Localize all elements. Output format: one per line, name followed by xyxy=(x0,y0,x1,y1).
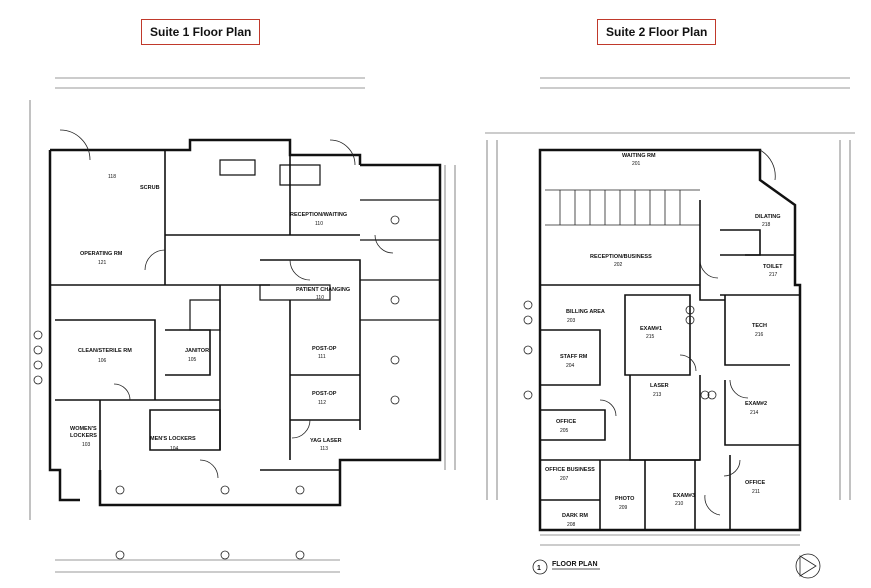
svg-text:RECEPTION/WAITING: RECEPTION/WAITING xyxy=(290,212,347,218)
svg-text:111: 111 xyxy=(318,354,326,360)
svg-text:MEN'S LOCKERS: MEN'S LOCKERS xyxy=(150,436,196,442)
svg-text:WOMEN'S: WOMEN'S xyxy=(70,426,97,432)
svg-text:OFFICE: OFFICE xyxy=(745,480,765,486)
svg-text:EXAM#2: EXAM#2 xyxy=(745,401,767,407)
svg-text:TECH: TECH xyxy=(752,323,767,329)
svg-text:EXAM#1: EXAM#1 xyxy=(640,326,662,332)
svg-text:SCRUB: SCRUB xyxy=(140,185,160,191)
svg-text:DILATING: DILATING xyxy=(755,214,781,220)
svg-text:RECEPTION/BUSINESS: RECEPTION/BUSINESS xyxy=(590,254,652,260)
svg-text:204: 204 xyxy=(566,363,575,369)
svg-text:210: 210 xyxy=(675,501,684,507)
svg-text:POST-OP: POST-OP xyxy=(312,391,337,397)
svg-text:LOCKERS: LOCKERS xyxy=(70,433,97,439)
svg-text:211: 211 xyxy=(752,489,760,495)
svg-text:201: 201 xyxy=(632,161,641,167)
svg-text:CLEAN/STERILE RM: CLEAN/STERILE RM xyxy=(78,348,132,354)
suite1-plan: SCRUB 118 OPERATING RM 121 RECEPTION/WAI… xyxy=(29,77,456,573)
svg-text:LASER: LASER xyxy=(650,383,669,389)
svg-text:PATIENT CHANGING: PATIENT CHANGING xyxy=(296,287,350,293)
svg-text:218: 218 xyxy=(762,222,771,228)
svg-text:OFFICE: OFFICE xyxy=(556,419,576,425)
suite1-title: Suite 1 Floor Plan xyxy=(141,19,261,45)
svg-text:STAFF RM: STAFF RM xyxy=(560,354,588,360)
svg-text:EXAM#3: EXAM#3 xyxy=(673,493,695,499)
svg-text:202: 202 xyxy=(614,262,623,268)
svg-text:105: 105 xyxy=(188,357,197,363)
svg-text:106: 106 xyxy=(98,358,107,364)
svg-text:OPERATING RM: OPERATING RM xyxy=(80,251,123,257)
svg-text:1: 1 xyxy=(537,565,541,572)
svg-text:BILLING AREA: BILLING AREA xyxy=(566,309,605,315)
svg-text:113: 113 xyxy=(320,446,328,452)
svg-text:OFFICE BUSINESS: OFFICE BUSINESS xyxy=(545,467,595,473)
svg-text:DARK RM: DARK RM xyxy=(562,513,588,519)
suite2-title: Suite 2 Floor Plan xyxy=(597,19,717,45)
svg-text:121: 121 xyxy=(98,260,107,266)
svg-text:216: 216 xyxy=(755,332,764,338)
svg-text:209: 209 xyxy=(619,505,628,511)
svg-text:YAG LASER: YAG LASER xyxy=(310,438,342,444)
svg-text:FLOOR PLAN: FLOOR PLAN xyxy=(552,561,598,568)
svg-text:112: 112 xyxy=(318,400,326,406)
svg-text:215: 215 xyxy=(646,334,655,340)
svg-text:208: 208 xyxy=(567,522,576,528)
svg-text:203: 203 xyxy=(567,318,576,324)
svg-text:110: 110 xyxy=(315,221,323,227)
svg-text:TOILET: TOILET xyxy=(763,264,783,270)
svg-text:JANITOR: JANITOR xyxy=(185,348,209,354)
svg-text:207: 207 xyxy=(560,476,569,482)
svg-text:118: 118 xyxy=(108,174,116,180)
svg-text:104: 104 xyxy=(170,446,179,452)
svg-text:213: 213 xyxy=(653,392,662,398)
suite2-plan: WAITING RM 201 RECEPTION/BUSINESS 202 DI… xyxy=(485,77,855,579)
svg-text:PHOTO: PHOTO xyxy=(615,496,635,502)
svg-text:POST-OP: POST-OP xyxy=(312,346,337,352)
svg-text:214: 214 xyxy=(750,410,759,416)
svg-text:205: 205 xyxy=(560,428,569,434)
svg-text:WAITING RM: WAITING RM xyxy=(622,153,656,159)
svg-text:217: 217 xyxy=(769,272,778,278)
svg-text:110: 110 xyxy=(316,295,324,301)
svg-text:103: 103 xyxy=(82,442,91,448)
